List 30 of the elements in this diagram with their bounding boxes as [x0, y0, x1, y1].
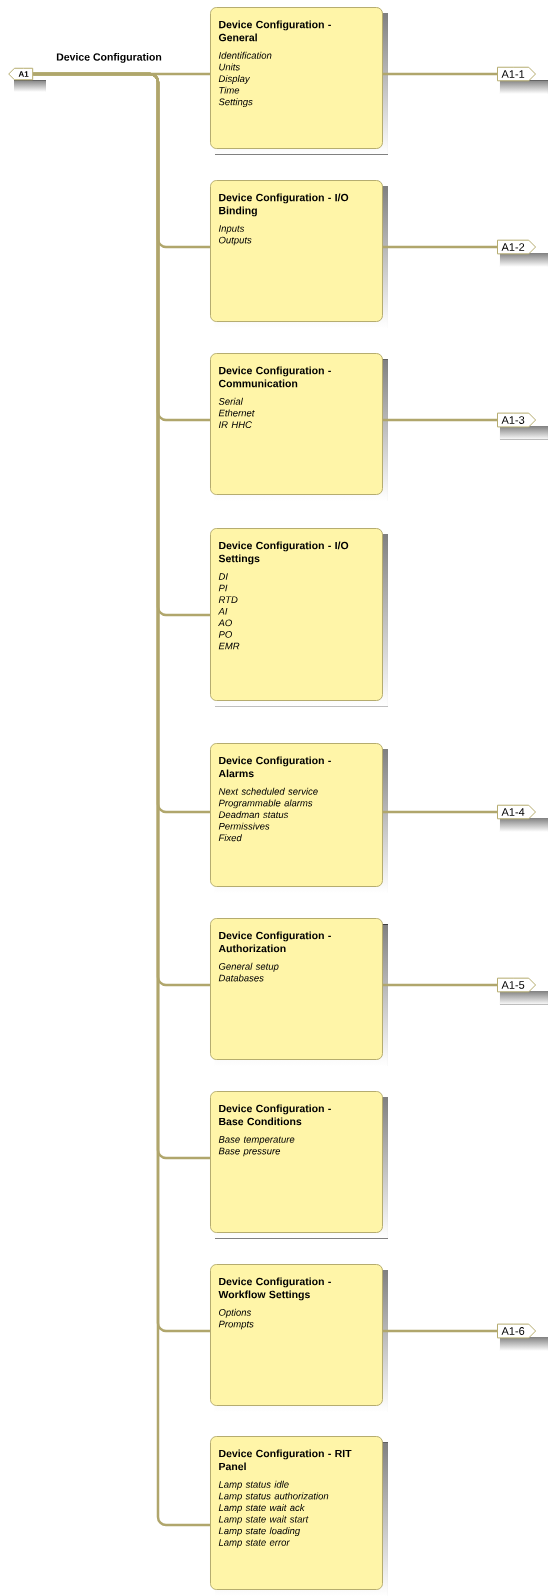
- process-box: Device Configuration - Workflow Settings Options Prompts: [210, 1264, 388, 1412]
- process-box: Device Configuration - Communication Serial Ethernet IR HHC: [210, 353, 388, 501]
- connector-line: [383, 983, 497, 987]
- connector-line: [383, 810, 497, 814]
- node-label: A1: [18, 71, 29, 77]
- connector-tag: A1: [8, 67, 46, 92]
- node-label: A1-3: [501, 416, 525, 424]
- process-box: Device Configuration - Alarms Next scheduled service Programmable alarms Deadman status Permissives Fixed: [210, 743, 388, 893]
- node-label: A1-5: [501, 981, 525, 989]
- node-label: A1-6: [501, 1327, 525, 1335]
- node-label: A1-1: [501, 70, 525, 78]
- process-box: Device Configuration - I/O Settings DI PI RTD AI AO PO EMR: [210, 528, 388, 707]
- connector-tag: A1-2: [497, 239, 548, 267]
- process-box: Device Configuration - Authorization General setup Databases: [210, 918, 388, 1066]
- connector-tag: A1-6: [497, 1323, 548, 1351]
- process-box: Device Configuration - Base Conditions Base temperature Base pressure: [210, 1091, 388, 1239]
- node-label: A1-2: [501, 243, 525, 251]
- node-label: A1-4: [501, 808, 525, 816]
- node-label: Device Configuration: [56, 53, 162, 63]
- connector-line: [383, 72, 497, 76]
- connector-line: [383, 245, 497, 249]
- connector-tag: A1-4: [497, 804, 548, 832]
- connector-tag: A1-1: [497, 66, 548, 94]
- process-box: Device Configuration - I/O Binding Inputs Outputs: [210, 180, 388, 328]
- process-box: Device Configuration - RIT Panel Lamp status idle Lamp status authorization Lamp state wait ack Lamp state wait start Lamp state loading Lamp state error: [210, 1436, 388, 1596]
- process-box: Device Configuration - General Identification Units Display Time Settings: [210, 7, 388, 155]
- connector-line: [383, 418, 497, 422]
- connector-line: [383, 1329, 497, 1333]
- connector-tag: A1-3: [497, 412, 548, 440]
- connector-tag: A1-5: [497, 977, 548, 1005]
